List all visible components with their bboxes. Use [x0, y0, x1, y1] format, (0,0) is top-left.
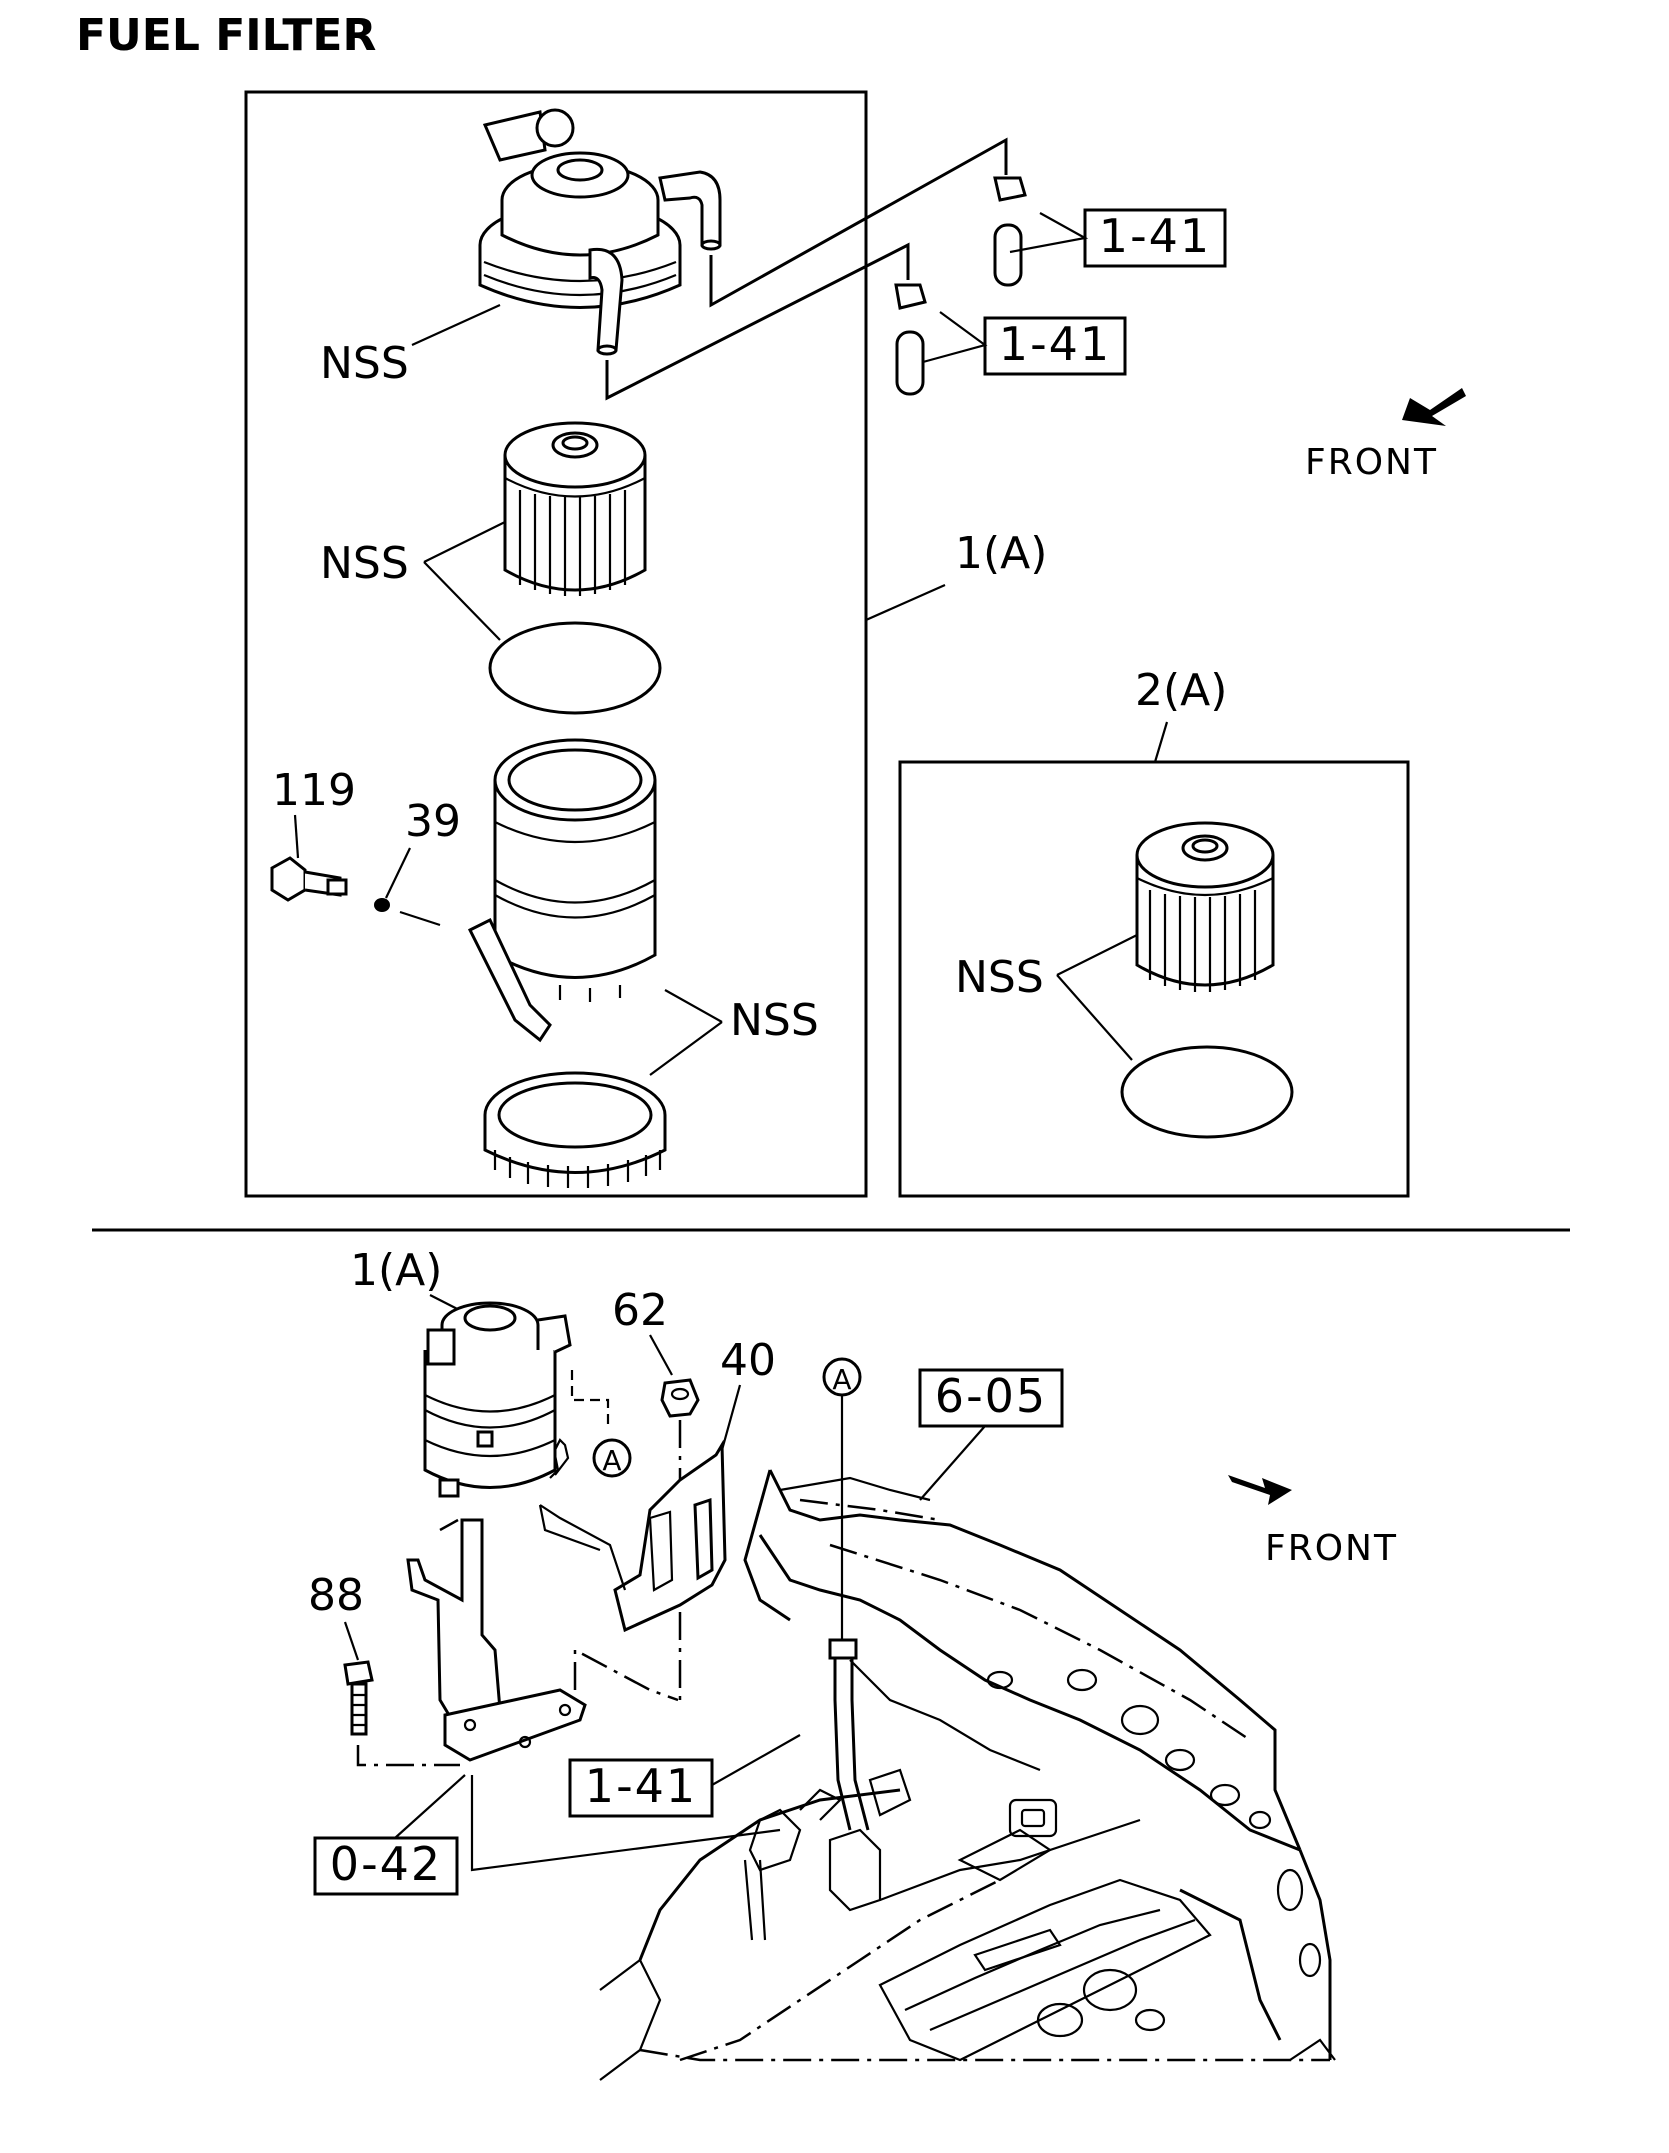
front-label-bottom: FRONT — [1265, 1528, 1398, 1569]
connector-a-label: A — [602, 1444, 621, 1477]
sensor-119-drawing — [270, 856, 348, 902]
connector-a-label: A — [832, 1363, 851, 1396]
nss-label-bowl: NSS — [730, 995, 819, 1046]
ref-box-1-41-bottom[interactable]: 1-41 — [568, 1758, 714, 1818]
filter-assembly-small-drawing — [423, 1301, 572, 1498]
callout-88[interactable]: 88 — [308, 1570, 364, 1621]
page-title: FUEL FILTER — [76, 10, 377, 61]
connector-a-upper: A — [822, 1357, 862, 1397]
shield-40-drawing — [538, 1439, 727, 1633]
nss-label-head: NSS — [320, 338, 409, 389]
ref-label: 6-05 — [935, 1369, 1047, 1423]
retaining-ring-drawing — [483, 1071, 667, 1188]
assembly-box-1a — [244, 90, 868, 1198]
assembly-box-2a — [898, 760, 1410, 1198]
nss-label-element: NSS — [320, 538, 409, 589]
hose-clamp-lower — [894, 283, 927, 396]
connector-a-lower: A — [592, 1438, 632, 1478]
ref-box-0-42[interactable]: 0-42 — [313, 1836, 459, 1896]
nss-label-box2: NSS — [955, 952, 1044, 1003]
seal-39-drawing — [374, 898, 390, 912]
front-arrow-top — [1402, 388, 1466, 426]
ref-box-1-41-lower[interactable]: 1-41 — [983, 316, 1127, 376]
ref-box-6-05[interactable]: 6-05 — [918, 1368, 1064, 1428]
vehicle-frame-drawing — [599, 1469, 1336, 2081]
front-arrow-bottom — [1228, 1475, 1292, 1505]
callout-119[interactable]: 119 — [272, 765, 356, 816]
ref-label: 0-42 — [330, 1837, 442, 1891]
callout-39[interactable]: 39 — [405, 796, 461, 847]
bolt-88-drawing — [343, 1660, 374, 1736]
ref-label: 1-41 — [1099, 209, 1211, 263]
label-1a-bottom: 1(A) — [350, 1245, 442, 1296]
ref-label: 1-41 — [585, 1759, 697, 1813]
o-ring-2-drawing — [1120, 1045, 1294, 1139]
label-1a-top: 1(A) — [955, 528, 1047, 579]
filter-bowl-drawing — [467, 738, 657, 1043]
nut-62-drawing — [660, 1378, 700, 1418]
filter-element-2-drawing — [1135, 821, 1275, 992]
front-label-top: FRONT — [1305, 442, 1438, 483]
hose-clamp-upper — [993, 176, 1027, 287]
bracket-drawing — [406, 1518, 587, 1762]
pipe-line-upper — [709, 137, 1008, 308]
callout-62[interactable]: 62 — [612, 1285, 668, 1336]
filter-element-drawing — [503, 421, 647, 596]
filter-head-drawing — [478, 108, 722, 356]
callout-40[interactable]: 40 — [720, 1335, 776, 1386]
label-2a: 2(A) — [1135, 665, 1227, 716]
pipe-line-lower — [605, 242, 910, 401]
ref-label: 1-41 — [999, 317, 1111, 371]
o-ring-drawing — [488, 621, 662, 715]
ref-box-1-41-upper[interactable]: 1-41 — [1083, 208, 1227, 268]
